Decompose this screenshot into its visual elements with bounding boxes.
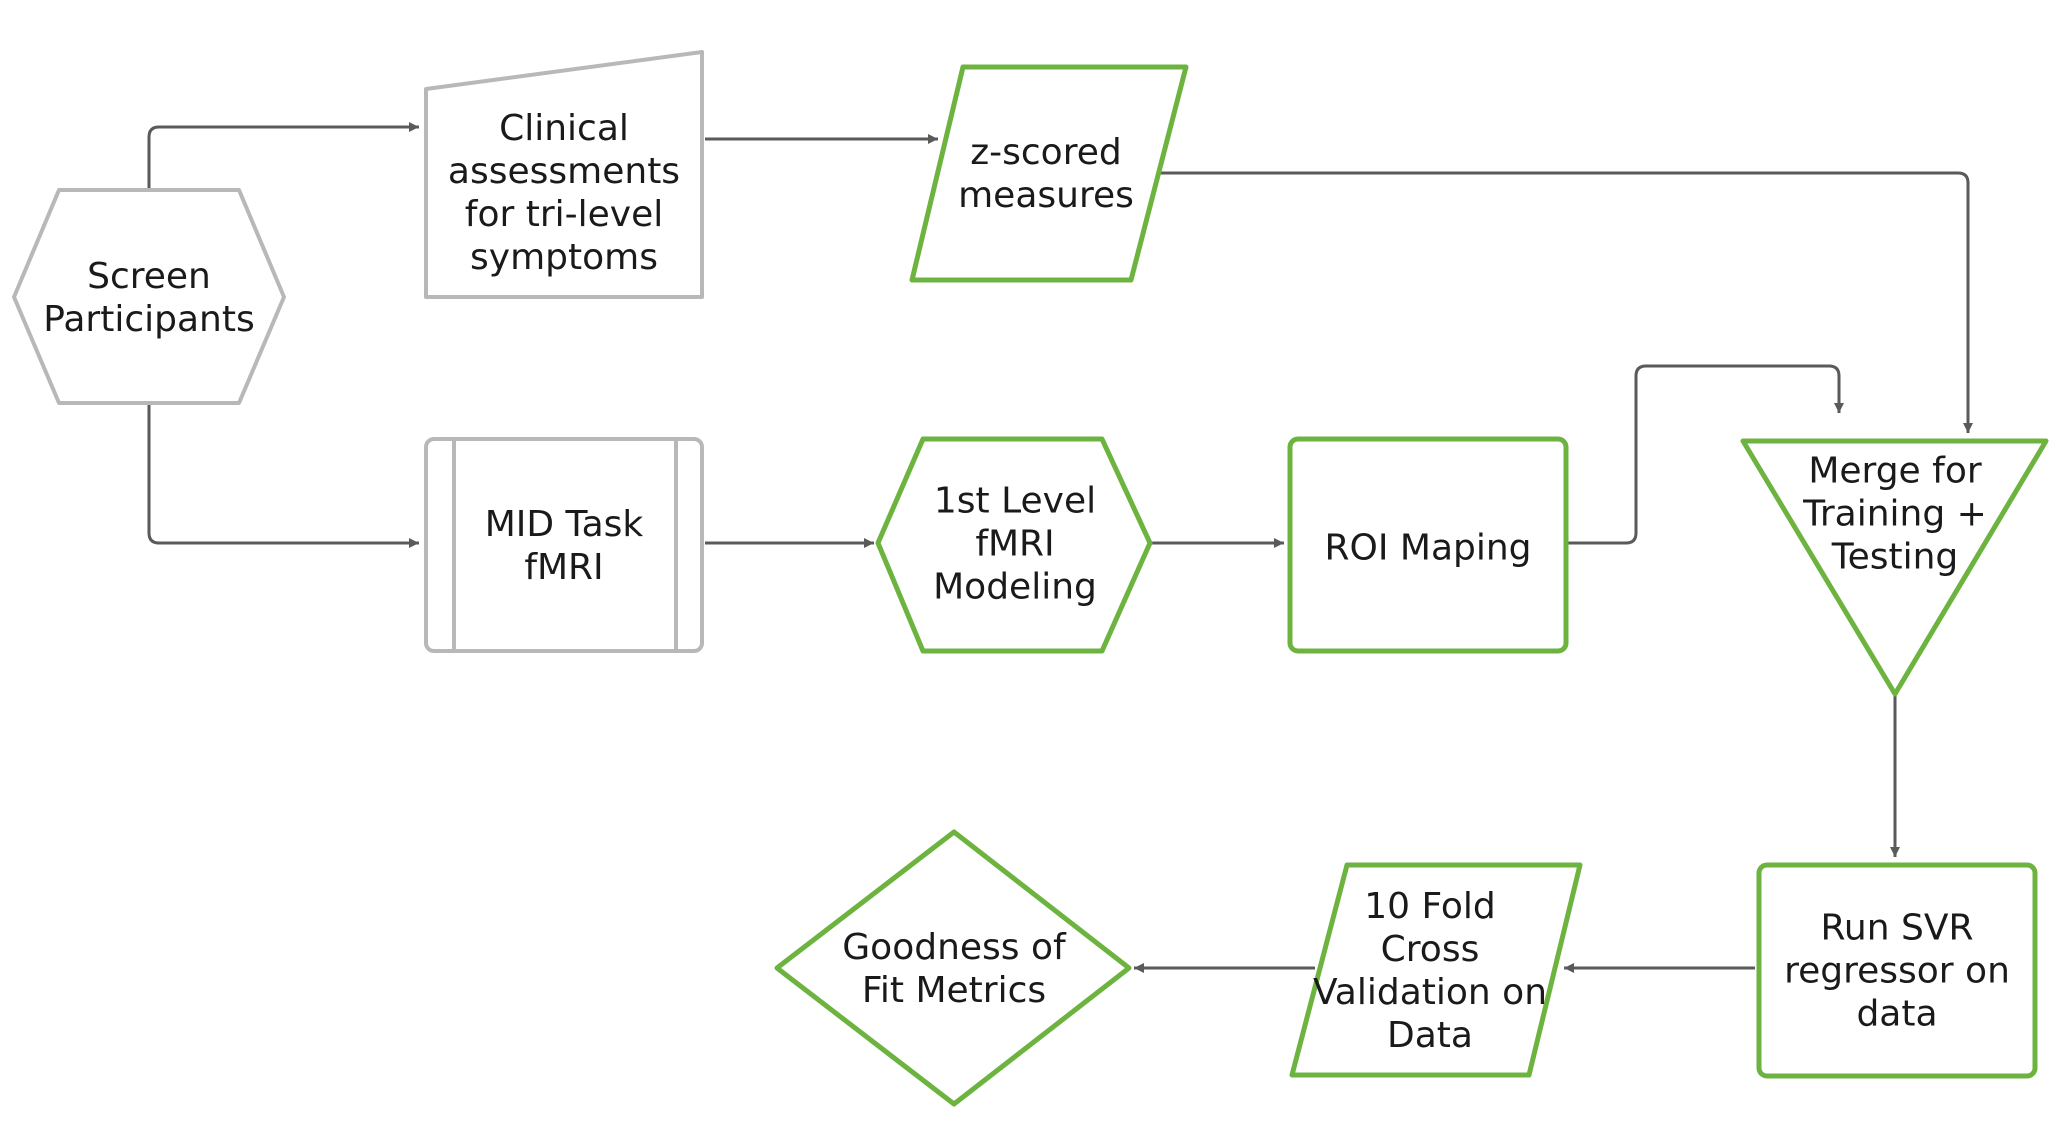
- hexagon-shape: [12, 188, 286, 405]
- clinical-label-line-1: Clinical: [499, 108, 629, 149]
- manual-input-shape: [424, 50, 704, 299]
- edge-screen-to-clinical: [147, 122, 419, 190]
- goodness-label-line-1: Goodness of: [842, 927, 1067, 968]
- crossval-label-line-1: 10 Fold: [1364, 886, 1496, 927]
- clinical-label-line-2: assessments: [448, 151, 680, 192]
- svr-label-line-3: data: [1856, 994, 1937, 1035]
- merge-label-line-2: Training +: [1802, 494, 1987, 535]
- crossval-label-line-4: Data: [1387, 1015, 1473, 1056]
- diamond-shape: [774, 829, 1132, 1107]
- merge-triangle-shape: [1740, 438, 2049, 697]
- firstlevel-label-line-3: Modeling: [933, 567, 1097, 608]
- merge-label-line-1: Merge for: [1808, 451, 1982, 492]
- edge-zscored-to-merge: [1160, 171, 1973, 433]
- edges: [147, 122, 1973, 973]
- mid-label-line-1: MID Task: [485, 504, 644, 545]
- merge-label-line-3: Testing: [1831, 537, 1959, 578]
- firstlevel-label-line-2: fMRI: [975, 524, 1054, 565]
- roi-maping-label: ROI Maping: [1324, 528, 1531, 569]
- hexagon-shape: [875, 436, 1153, 654]
- edge-screen-to-mid: [147, 405, 419, 548]
- crossval-label-line-2: Cross: [1381, 929, 1480, 970]
- edge-roi-to-merge: [1566, 364, 1844, 545]
- screen-label-line-2: Participants: [43, 299, 254, 340]
- mid-label-line-2: fMRI: [524, 547, 603, 588]
- parallelogram-shape: [909, 64, 1189, 283]
- parallelogram-shape: [1289, 862, 1583, 1078]
- rectangle-shape: [1756, 862, 2038, 1079]
- svr-label-line-2: regressor on: [1784, 951, 2010, 992]
- zscored-label-line-2: measures: [958, 175, 1134, 216]
- clinical-label-line-4: symptoms: [470, 237, 658, 278]
- roi-label-line-1: ROI Maping: [1324, 528, 1531, 569]
- firstlevel-label-line-1: 1st Level: [934, 481, 1096, 522]
- clinical-label-line-3: for tri-level: [465, 194, 663, 235]
- crossval-label-line-3: Validation on: [1313, 972, 1547, 1013]
- screen-label-line-1: Screen: [87, 256, 211, 297]
- zscored-label-line-1: z-scored: [970, 132, 1121, 173]
- svr-label-line-1: Run SVR: [1821, 908, 1974, 949]
- node-roi-maping: ROI Maping: [1287, 436, 1569, 654]
- goodness-label-line-2: Fit Metrics: [862, 970, 1046, 1011]
- rectangle-shape: [1287, 436, 1569, 654]
- predefined-process-shape: [424, 437, 704, 653]
